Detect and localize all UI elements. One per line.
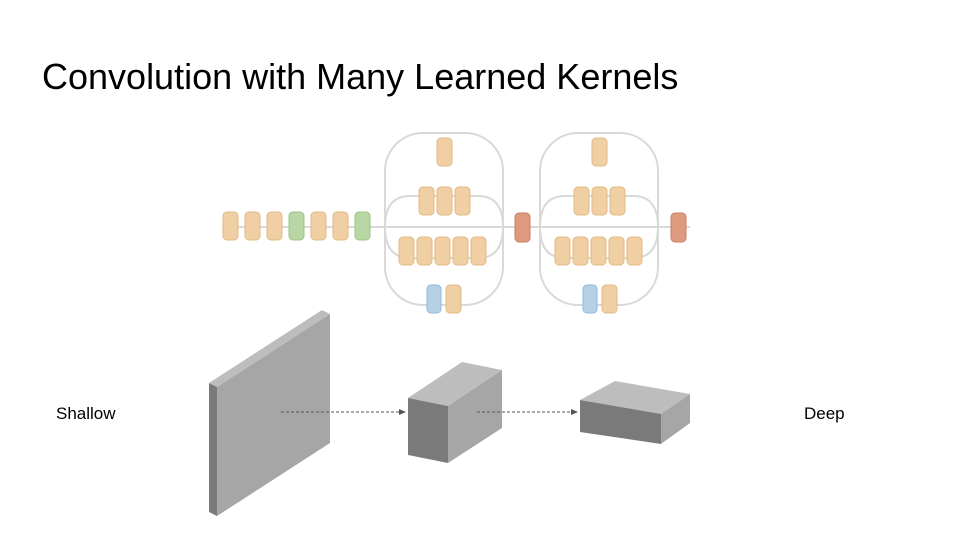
layer-block	[626, 236, 643, 266]
layer-block	[554, 236, 571, 266]
volume-shallow	[209, 310, 330, 516]
layer-block	[470, 236, 487, 266]
layer-block	[222, 211, 239, 241]
layer-block	[572, 236, 589, 266]
layer-block	[608, 236, 625, 266]
volume-middle	[408, 362, 502, 463]
layer-block	[332, 211, 349, 241]
module-2-blocks	[554, 137, 643, 314]
volume-shallow-top	[209, 310, 330, 387]
pooling-block-red	[514, 212, 531, 243]
volume-deep	[580, 381, 690, 444]
layer-block	[445, 284, 462, 314]
volume-middle-side	[448, 370, 502, 463]
layer-block-blue	[426, 284, 442, 314]
layer-block	[601, 284, 618, 314]
slide-title: Convolution with Many Learned Kernels	[42, 56, 679, 97]
network-schematic	[222, 132, 690, 314]
layer-block	[398, 236, 415, 266]
feature-volumes	[209, 310, 690, 516]
volume-deep-side	[661, 394, 690, 444]
layer-block	[591, 137, 608, 167]
layer-block-green	[288, 211, 305, 241]
shallow-label: Shallow	[56, 404, 116, 423]
volume-deep-front	[580, 400, 661, 444]
module-1-blocks	[398, 137, 487, 314]
layer-block	[454, 186, 471, 216]
layer-block	[609, 186, 626, 216]
layer-block	[418, 186, 435, 216]
volume-middle-top	[408, 362, 502, 406]
deep-label: Deep	[804, 404, 845, 423]
volume-deep-top	[580, 381, 690, 414]
layer-block	[436, 186, 453, 216]
layer-block	[436, 137, 453, 167]
layer-block	[244, 211, 261, 241]
layer-block	[310, 211, 327, 241]
layer-block	[434, 236, 451, 266]
volume-shallow-face	[217, 314, 330, 516]
layer-block-green	[354, 211, 371, 241]
volume-middle-front	[408, 398, 448, 463]
stem-layers	[222, 211, 371, 241]
volume-shallow-edge	[209, 383, 217, 516]
layer-block	[591, 186, 608, 216]
layer-block	[266, 211, 283, 241]
layer-block	[452, 236, 469, 266]
layer-block	[590, 236, 607, 266]
layer-block	[416, 236, 433, 266]
layer-block-blue	[582, 284, 598, 314]
pooling-block-red	[670, 212, 687, 243]
arrow-1-head	[399, 409, 406, 415]
layer-block	[573, 186, 590, 216]
arrow-2-head	[571, 409, 578, 415]
